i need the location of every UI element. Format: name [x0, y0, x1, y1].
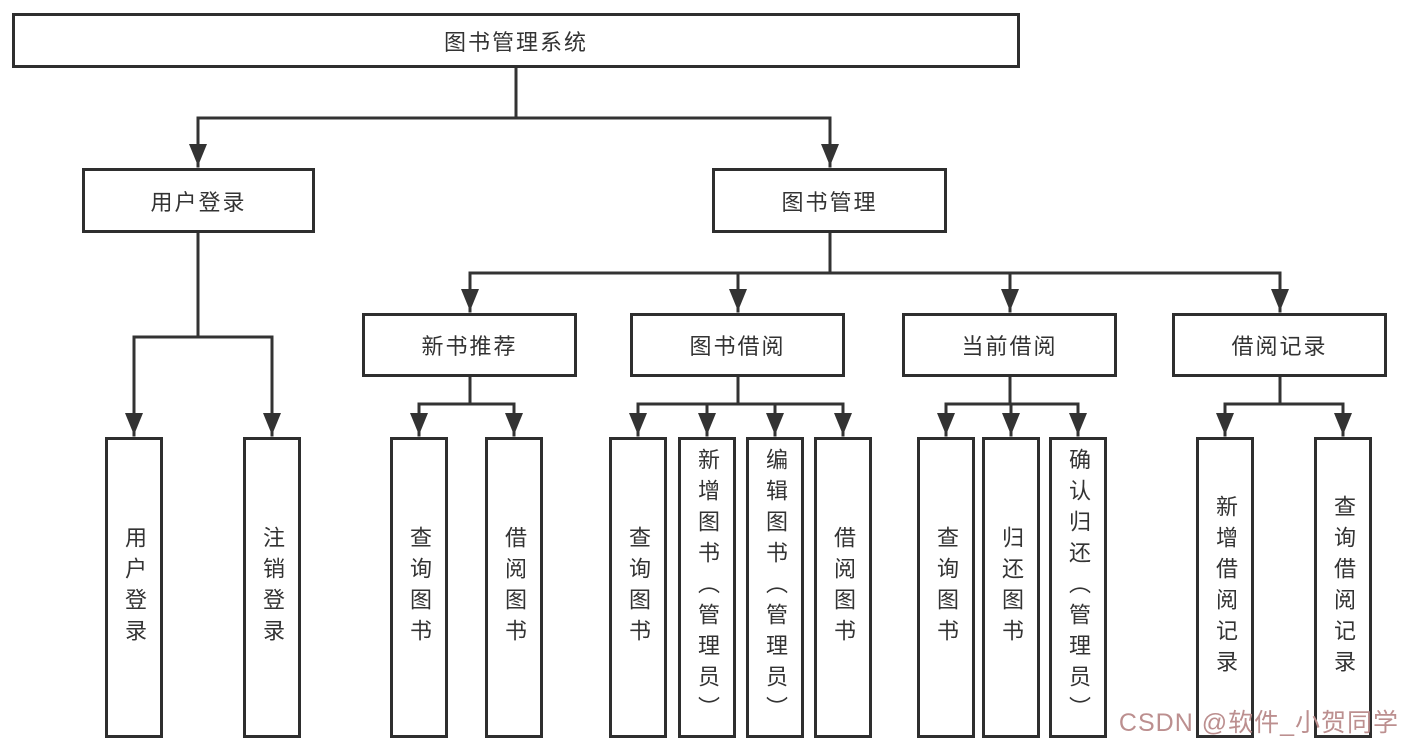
leaf-cb-confirm-return-admin-label: 确认归还（管理员） [1066, 448, 1091, 727]
connector-root-bus [196, 66, 832, 120]
leaf-cb-return-books: 归还图书 [982, 437, 1040, 738]
connector-current-bus [944, 375, 1080, 406]
node-current-borrowing: 当前借阅 [902, 313, 1117, 377]
node-borrow-records: 借阅记录 [1172, 313, 1387, 377]
leaf-br-add-record: 新增借阅记录 [1196, 437, 1254, 738]
leaf-bb-borrow-books-label: 借阅图书 [831, 525, 856, 650]
leaf-logout: 注销登录 [243, 437, 301, 738]
node-book-borrowing: 图书借阅 [630, 313, 845, 377]
leaf-bb-add-books-admin: 新增图书（管理员） [678, 437, 736, 738]
leaf-user-login: 用户登录 [105, 437, 163, 738]
connector-borrowing-bus [636, 375, 845, 406]
node-new-book-recommend: 新书推荐 [362, 313, 577, 377]
node-root-system: 图书管理系统 [12, 13, 1020, 68]
leaf-bb-add-books-admin-label: 新增图书（管理员） [695, 448, 720, 727]
connector-records-bus [1223, 375, 1345, 406]
connector-book-mgmt-bus [468, 231, 1282, 275]
leaf-bb-edit-books-admin-label: 编辑图书（管理员） [763, 448, 788, 727]
node-user-login: 用户登录 [82, 168, 315, 233]
leaf-bb-query-books-label: 查询图书 [626, 525, 651, 650]
leaf-bb-query-books: 查询图书 [609, 437, 667, 738]
leaf-nb-query-books-label: 查询图书 [407, 525, 432, 650]
leaf-cb-query-books-label: 查询图书 [934, 525, 959, 650]
leaf-logout-label: 注销登录 [260, 525, 285, 650]
leaf-cb-confirm-return-admin: 确认归还（管理员） [1049, 437, 1107, 738]
csdn-watermark: CSDN @软件_小贺同学 [1118, 709, 1399, 737]
leaf-cb-query-books: 查询图书 [917, 437, 975, 738]
leaf-br-query-record: 查询借阅记录 [1314, 437, 1372, 738]
leaf-br-add-record-label: 新增借阅记录 [1213, 494, 1238, 681]
connector-new-books-bus [417, 375, 516, 406]
leaf-user-login-label: 用户登录 [122, 525, 147, 650]
leaf-br-query-record-label: 查询借阅记录 [1331, 494, 1356, 681]
leaf-nb-borrow-books-label: 借阅图书 [502, 525, 527, 650]
leaf-bb-borrow-books: 借阅图书 [814, 437, 872, 738]
connector-user-login-bus [132, 231, 274, 339]
node-book-management: 图书管理 [712, 168, 947, 233]
leaf-cb-return-books-label: 归还图书 [999, 525, 1024, 650]
leaf-nb-query-books: 查询图书 [390, 437, 448, 738]
leaf-bb-edit-books-admin: 编辑图书（管理员） [746, 437, 804, 738]
leaf-nb-borrow-books: 借阅图书 [485, 437, 543, 738]
